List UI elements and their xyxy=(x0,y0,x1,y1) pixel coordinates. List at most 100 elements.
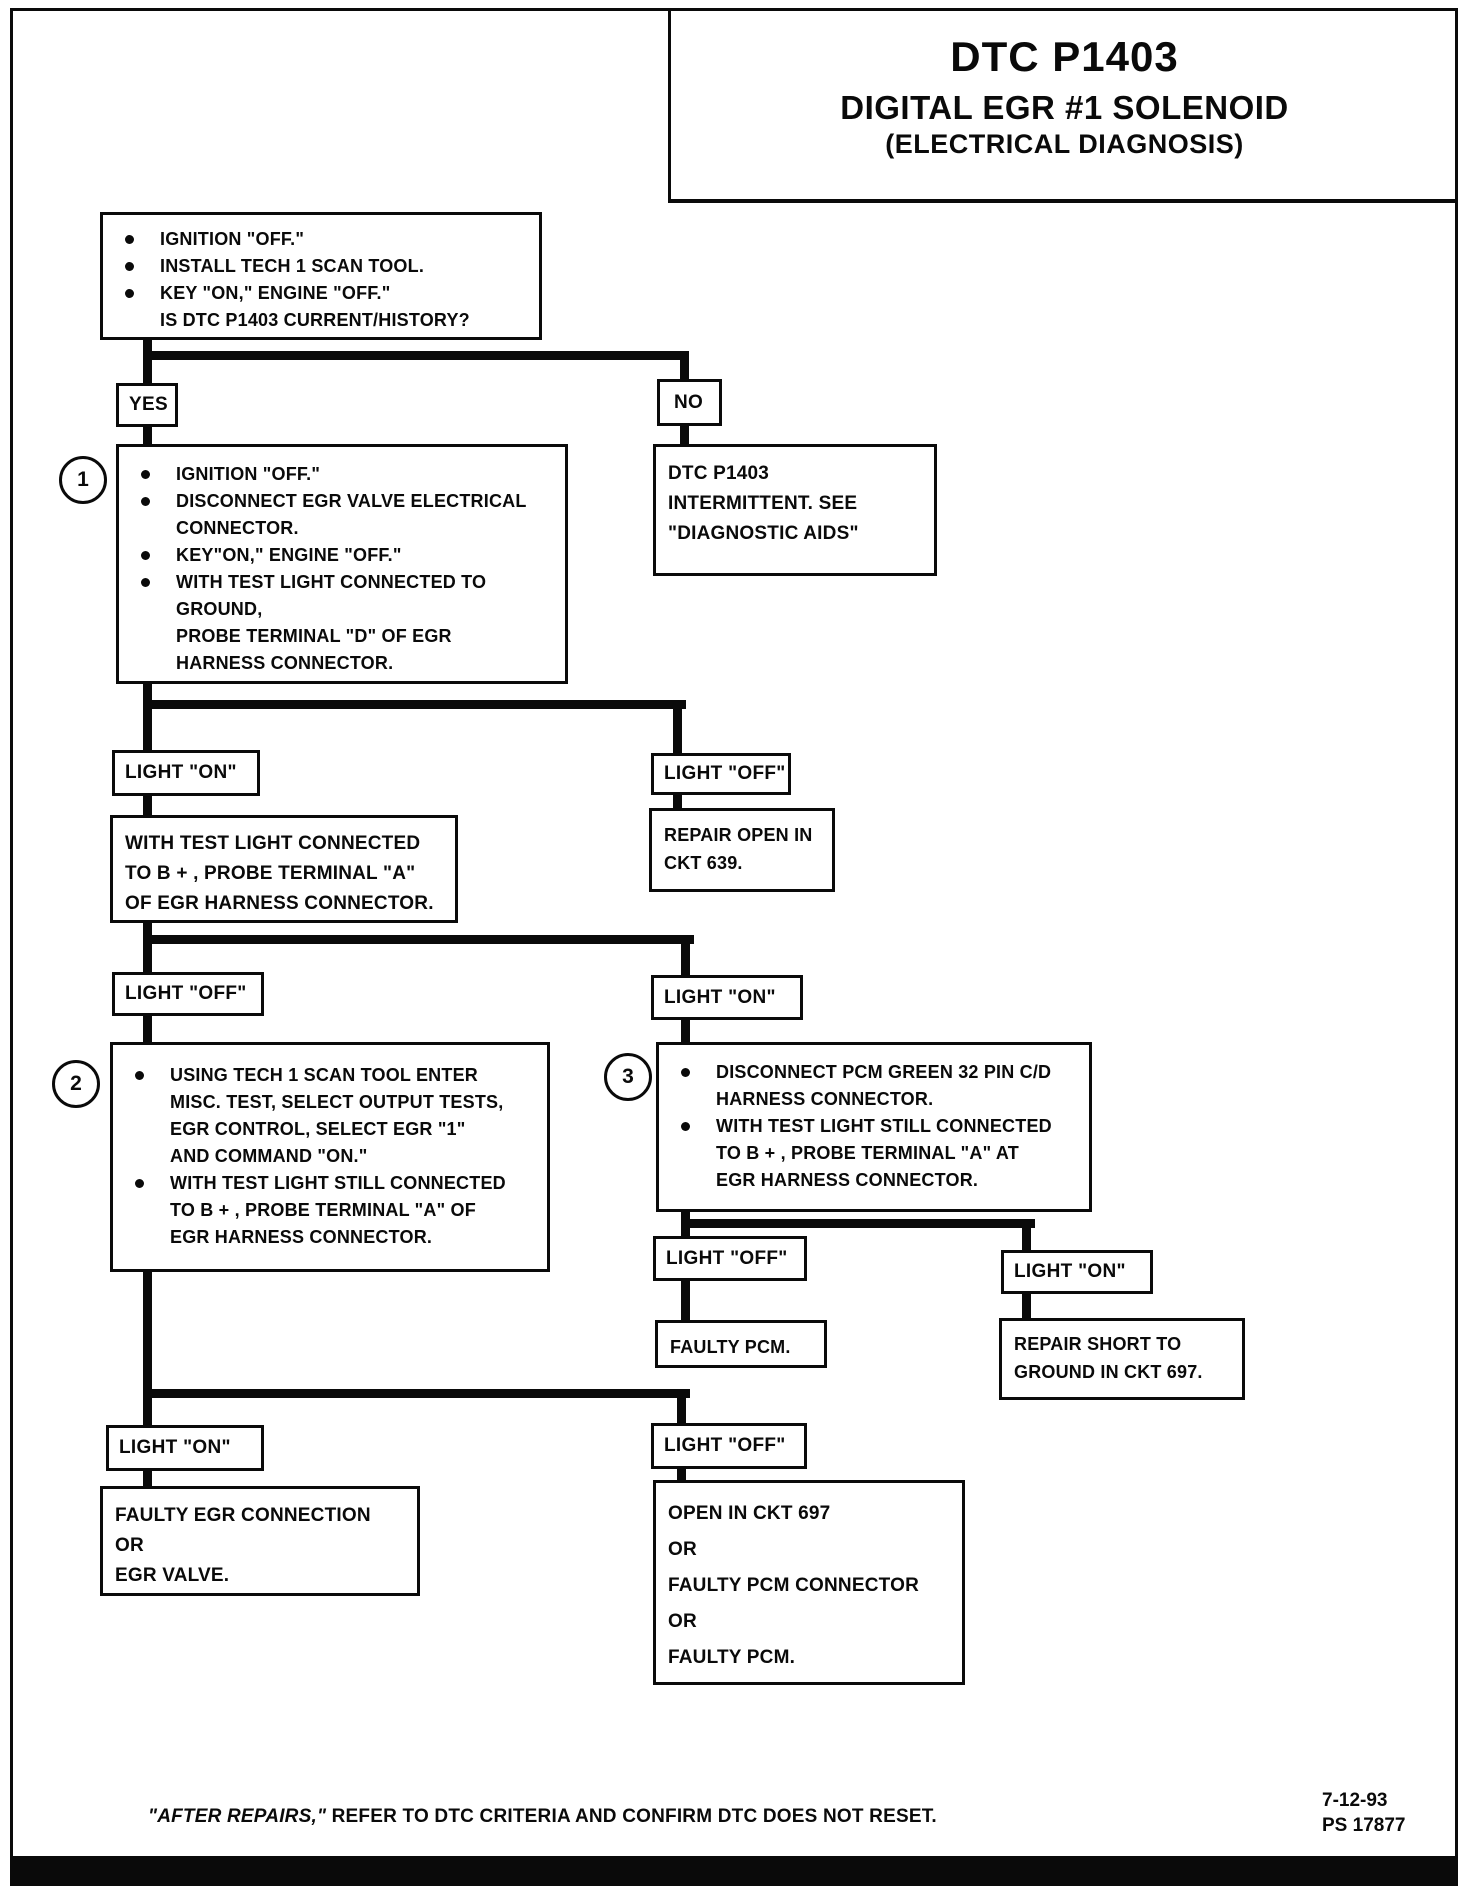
start-bullet-2-text: INSTALL TECH 1 SCAN TOOL. xyxy=(160,256,425,276)
revision-date: 7-12-93 xyxy=(1322,1790,1388,1811)
revision-stamp: 7-12-93 PS 17877 xyxy=(1322,1788,1405,1838)
step1-bullet-4-text: WITH TEST LIGHT CONNECTED TO GROUND, PRO… xyxy=(176,572,487,673)
bullet-icon xyxy=(681,1122,690,1131)
flow-connector xyxy=(143,351,689,360)
step-2-node: USING TECH 1 SCAN TOOL ENTER MISC. TEST,… xyxy=(110,1042,550,1272)
step2-bullet-2-text: WITH TEST LIGHT STILL CONNECTED TO B + ,… xyxy=(170,1173,506,1247)
start-bullet-2: INSTALL TECH 1 SCAN TOOL. xyxy=(113,253,529,280)
start-bullet-3-text: KEY "ON," ENGINE "OFF." xyxy=(160,283,391,303)
document-ref: PS 17877 xyxy=(1322,1815,1406,1836)
repair-ckt639-text: REPAIR OPEN IN CKT 639. xyxy=(664,825,813,873)
step-3-circle: 3 xyxy=(604,1053,652,1101)
bullet-icon xyxy=(141,497,150,506)
faulty-egr-node: FAULTY EGR CONNECTION OR EGR VALVE. xyxy=(100,1486,420,1596)
flow-connector xyxy=(677,1469,686,1480)
step-2-circle: 2 xyxy=(52,1060,100,1108)
light-on-4-text: LIGHT "ON" xyxy=(119,1437,231,1458)
flow-connector xyxy=(143,1397,152,1425)
flow-connector xyxy=(680,359,689,381)
light-off-label-2: LIGHT "OFF" xyxy=(112,972,264,1016)
step1-bullet-2: DISCONNECT EGR VALVE ELECTRICAL CONNECTO… xyxy=(129,488,555,542)
light-on-2-text: LIGHT "ON" xyxy=(664,986,776,1008)
flow-connector xyxy=(143,427,152,444)
flow-connector xyxy=(143,1389,690,1398)
bullet-icon xyxy=(125,262,134,271)
light-on-label-1: LIGHT "ON" xyxy=(112,750,260,796)
flow-connector xyxy=(680,426,689,444)
bullet-icon xyxy=(141,551,150,560)
flow-connector xyxy=(681,1227,690,1236)
start-bullet-3: KEY "ON," ENGINE "OFF." xyxy=(113,280,529,307)
yes-branch-label: YES xyxy=(116,383,178,427)
probe-terminal-a-node: WITH TEST LIGHT CONNECTED TO B + , PROBE… xyxy=(110,815,458,923)
step-3-node: DISCONNECT PCM GREEN 32 PIN C/D HARNESS … xyxy=(656,1042,1092,1212)
bottom-bar xyxy=(10,1856,1458,1886)
step1-bullet-1-text: IGNITION "OFF." xyxy=(176,464,321,484)
light-off-2-text: LIGHT "OFF" xyxy=(125,983,247,1004)
intermittent-text: DTC P1403 INTERMITTENT. SEE "DIAGNOSTIC … xyxy=(668,463,859,544)
faulty-pcm-text: FAULTY PCM. xyxy=(670,1337,791,1357)
after-repairs-italic: "AFTER REPAIRS," xyxy=(148,1806,327,1827)
flow-connector xyxy=(143,708,152,750)
flow-connector xyxy=(143,943,152,972)
light-off-3-text: LIGHT "OFF" xyxy=(666,1247,788,1269)
light-off-1-text: LIGHT "OFF" xyxy=(664,763,786,784)
dtc-name: DIGITAL EGR #1 SOLENOID xyxy=(840,89,1289,126)
light-off-label-3: LIGHT "OFF" xyxy=(653,1236,807,1281)
step3-bullet-1-text: DISCONNECT PCM GREEN 32 PIN C/D HARNESS … xyxy=(716,1062,1052,1109)
bullet-icon xyxy=(141,578,150,587)
step1-bullet-3: KEY"ON," ENGINE "OFF." xyxy=(129,542,555,569)
intermittent-node: DTC P1403 INTERMITTENT. SEE "DIAGNOSTIC … xyxy=(653,444,937,576)
dtc-subtitle: (ELECTRICAL DIAGNOSIS) xyxy=(885,129,1244,159)
step3-bullet-2: WITH TEST LIGHT STILL CONNECTED TO B + ,… xyxy=(669,1113,1079,1194)
repair-ckt697-text: REPAIR SHORT TO GROUND IN CKT 697. xyxy=(1014,1334,1203,1382)
flow-connector xyxy=(143,1272,152,1398)
light-off-label-1: LIGHT "OFF" xyxy=(651,753,791,795)
after-repairs-rest: REFER TO DTC CRITERIA AND CONFIRM DTC DO… xyxy=(326,1806,937,1827)
bullet-icon xyxy=(141,470,150,479)
flow-connector xyxy=(143,1016,152,1042)
title-block: DTC P1403 DIGITAL EGR #1 SOLENOID (ELECT… xyxy=(668,11,1458,203)
after-repairs-note: "AFTER REPAIRS," REFER TO DTC CRITERIA A… xyxy=(148,1806,937,1828)
flow-connector xyxy=(681,943,690,975)
start-bullet-1: IGNITION "OFF." xyxy=(113,226,529,253)
light-on-label-3: LIGHT "ON" xyxy=(1001,1250,1153,1294)
light-on-label-4: LIGHT "ON" xyxy=(106,1425,264,1471)
flow-connector xyxy=(673,795,682,808)
flow-connector xyxy=(681,1020,690,1042)
flow-connector xyxy=(143,700,686,709)
flow-connector xyxy=(1022,1227,1031,1250)
flow-connector xyxy=(143,684,152,709)
step2-bullet-1-text: USING TECH 1 SCAN TOOL ENTER MISC. TEST,… xyxy=(170,1065,504,1166)
probe-terminal-a-text: WITH TEST LIGHT CONNECTED TO B + , PROBE… xyxy=(125,833,434,914)
step1-bullet-3-text: KEY"ON," ENGINE "OFF." xyxy=(176,545,402,565)
flow-connector xyxy=(681,1281,690,1320)
light-on-label-2: LIGHT "ON" xyxy=(651,975,803,1020)
flow-connector xyxy=(143,340,152,360)
bullet-icon xyxy=(125,235,134,244)
light-off-label-4: LIGHT "OFF" xyxy=(651,1423,807,1469)
bullet-icon xyxy=(135,1071,144,1080)
start-bullet-1-text: IGNITION "OFF." xyxy=(160,229,305,249)
flow-connector xyxy=(681,1219,1035,1228)
no-branch-label: NO xyxy=(657,379,722,426)
step-2-number: 2 xyxy=(70,1072,82,1095)
step3-bullet-1: DISCONNECT PCM GREEN 32 PIN C/D HARNESS … xyxy=(669,1059,1079,1113)
no-text: NO xyxy=(674,391,704,413)
step-1-number: 1 xyxy=(77,468,89,491)
step-1-circle: 1 xyxy=(59,456,107,504)
flow-connector xyxy=(143,935,694,944)
bullet-spacer xyxy=(125,316,134,325)
flow-connector xyxy=(143,796,152,815)
yes-text: YES xyxy=(129,394,168,415)
step1-bullet-2-text: DISCONNECT EGR VALVE ELECTRICAL CONNECTO… xyxy=(176,491,527,538)
bullet-icon xyxy=(125,289,134,298)
step2-bullet-2: WITH TEST LIGHT STILL CONNECTED TO B + ,… xyxy=(123,1170,537,1251)
step1-bullet-1: IGNITION "OFF." xyxy=(129,461,555,488)
repair-ckt697-node: REPAIR SHORT TO GROUND IN CKT 697. xyxy=(999,1318,1245,1400)
flow-connector xyxy=(143,1471,152,1486)
bullet-icon xyxy=(681,1068,690,1077)
light-off-4-text: LIGHT "OFF" xyxy=(664,1435,786,1456)
step1-bullet-4: WITH TEST LIGHT CONNECTED TO GROUND, PRO… xyxy=(129,569,555,677)
flow-connector xyxy=(677,1397,686,1423)
